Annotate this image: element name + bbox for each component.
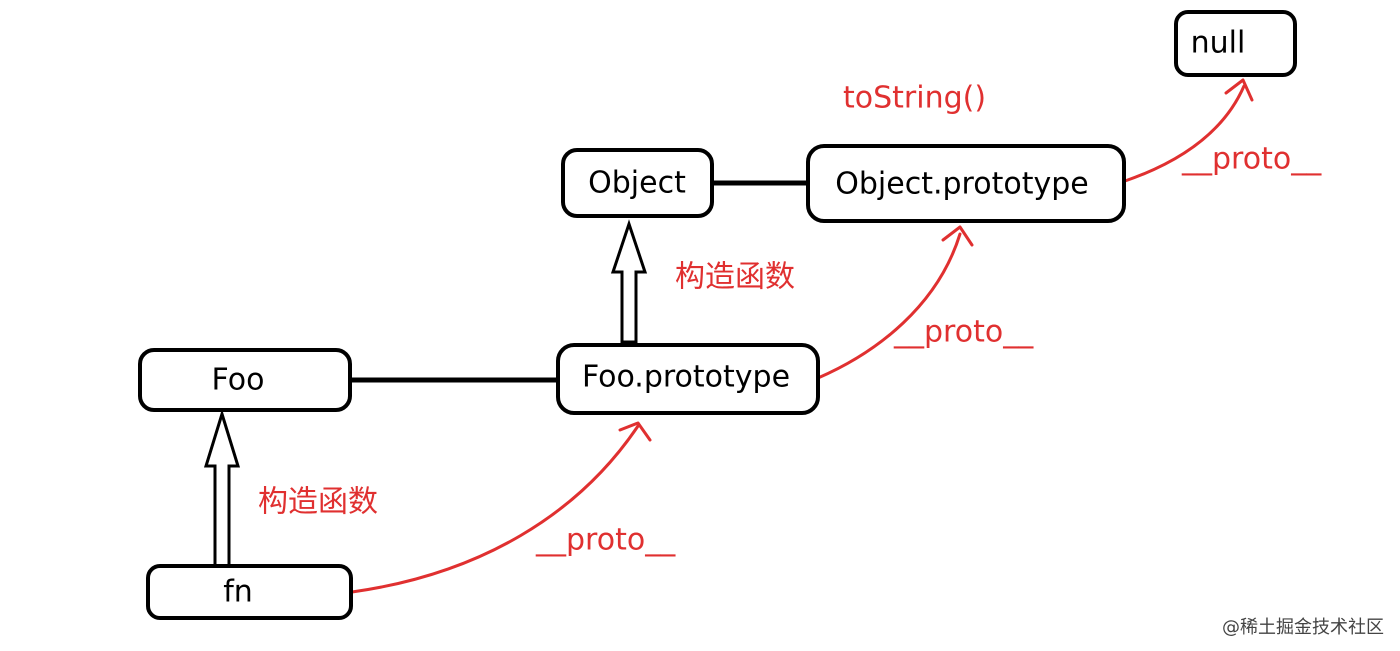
node-null-label: null [1191, 26, 1246, 61]
proto-curve-object-prototype-to-null [1123, 84, 1246, 183]
proto-curve-foo-prototype-to-object-prototype [816, 232, 962, 380]
proto-arrowhead-foo-prototype-to-object-prototype [941, 225, 974, 247]
watermark-text: @稀土掘金技术社区 [1222, 617, 1384, 638]
node-foo-prototype-label: Foo.prototype [582, 360, 790, 395]
proto-arrowhead-fn-to-foo-prototype [618, 421, 652, 442]
node-fn-label: fn [223, 575, 253, 610]
constructor-label-upper: 构造函数 [675, 260, 795, 295]
constructor-label-lower: 构造函数 [258, 485, 378, 520]
node-null: null [1174, 10, 1297, 77]
proto-curve-fn-to-foo-prototype [350, 424, 640, 594]
node-object-label: Object [588, 166, 686, 201]
proto-label-to-null: __proto__ [1181, 142, 1322, 177]
proto-label-to-foo-prototype: __proto__ [535, 523, 676, 558]
constructor-arrow-lower [203, 408, 241, 572]
constructor-arrow-upper [610, 219, 648, 344]
node-foo-prototype: Foo.prototype [556, 343, 820, 415]
proto-arrowhead-object-prototype-to-null [1224, 78, 1254, 102]
node-object-prototype-label: Object.prototype [835, 167, 1088, 202]
node-foo: Foo [138, 348, 352, 412]
tostring-label: toString() [843, 81, 986, 116]
node-object-prototype: Object.prototype [806, 144, 1126, 223]
node-foo-label: Foo [212, 363, 265, 398]
proto-label-to-object-prototype: __proto__ [893, 315, 1034, 350]
node-object: Object [561, 148, 714, 218]
node-fn: fn [146, 564, 353, 620]
